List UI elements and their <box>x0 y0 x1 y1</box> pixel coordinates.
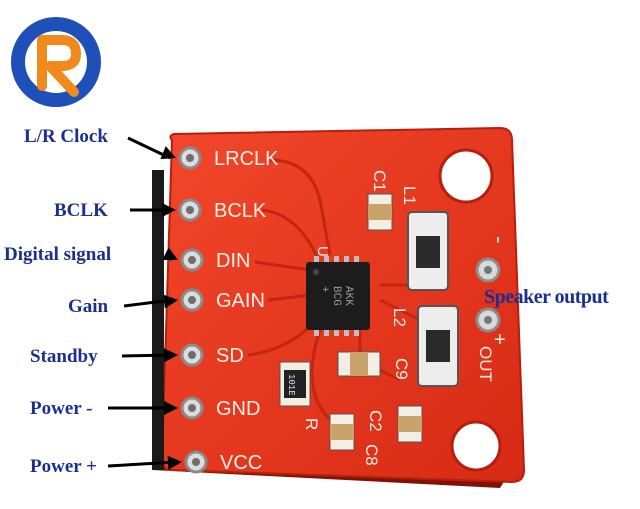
callout-lr-clock: L/R Clock <box>24 126 108 147</box>
pin-label-gnd: GND <box>216 398 260 420</box>
callout-arrows <box>107 136 182 470</box>
speaker-output-label: Speaker output <box>484 286 609 308</box>
callout-standby: Standby <box>30 346 98 367</box>
pin-label-bclk: BCLK <box>214 200 267 222</box>
chip-text-1: AKK <box>342 286 354 306</box>
resistor-code: 101E <box>286 374 296 396</box>
arrow-line-vcc <box>107 460 177 468</box>
pin-hole-gnd <box>188 404 196 412</box>
logo-ring <box>11 17 101 107</box>
silk-out: OUT <box>476 346 495 382</box>
arrow-line-gain <box>123 298 173 308</box>
pin-hole-vcc <box>192 458 200 466</box>
callout-bclk: BCLK <box>54 200 108 221</box>
arrow-line-sd <box>121 353 173 358</box>
arrow-head-gnd <box>164 401 178 415</box>
silk-c1: C1 <box>370 170 389 192</box>
arrow-head-bclk <box>162 203 176 217</box>
capacitor-c2 <box>329 413 355 451</box>
pin-column: LRCLK BCLK DIN GAIN SD GND VCC <box>178 146 279 474</box>
silk-r: R <box>302 418 321 430</box>
pin-label-din: DIN <box>216 250 250 272</box>
capacitor-c1 <box>367 193 393 231</box>
silk-l2: L2 <box>390 308 409 327</box>
arrow-head-sd <box>163 348 178 363</box>
pin-hole-lrclk <box>186 154 194 162</box>
callout-digital-signal: Digital signal <box>4 244 112 265</box>
silk-minus: - <box>487 236 512 243</box>
pin-label-vcc: VCC <box>220 452 262 474</box>
chip-text-2: BCG <box>330 286 342 306</box>
logo-r-letter <box>37 35 81 97</box>
header-strip <box>152 170 164 470</box>
silk-c9: C9 <box>392 358 411 380</box>
arrow-head-vcc <box>167 455 182 470</box>
callout-power-minus: Power - <box>30 398 93 419</box>
silk-plus: + <box>494 329 506 351</box>
arrow-head-din <box>162 247 178 260</box>
silk-l1: L1 <box>400 186 419 205</box>
callout-power-plus: Power + <box>30 456 97 477</box>
pin-label-sd: SD <box>216 345 244 367</box>
callout-gain: Gain <box>68 296 109 317</box>
arrow-head-lrclk <box>160 146 176 160</box>
pin-hole-bclk <box>186 206 194 214</box>
pin-hole-din <box>188 256 196 264</box>
inductor-l2 <box>417 305 459 387</box>
capacitor-c8 <box>397 405 423 443</box>
speaker-pads <box>475 257 501 333</box>
silk-c2: C2 <box>366 410 385 432</box>
silk-c8: C8 <box>362 444 381 466</box>
chip-ref-label: U <box>314 246 331 257</box>
silkscreen-labels: C1 L1 L2 C9 C2 C8 R OUT - + <box>302 170 512 466</box>
mounting-holes <box>438 148 502 472</box>
pin-label-gain: GAIN <box>216 290 265 312</box>
amp-chip: AKK BCG + <box>306 256 370 336</box>
capacitor-c9 <box>337 351 381 377</box>
chip-text-3: + <box>318 286 330 293</box>
arrow-head-gain <box>163 294 178 309</box>
brand-logo <box>11 17 101 107</box>
pin-hole-gain <box>188 296 196 304</box>
pin-label-lrclk: LRCLK <box>214 148 279 170</box>
resistor-r: 101E <box>279 361 311 407</box>
inductor-l1 <box>407 211 449 291</box>
pin-hole-sd <box>188 351 196 359</box>
